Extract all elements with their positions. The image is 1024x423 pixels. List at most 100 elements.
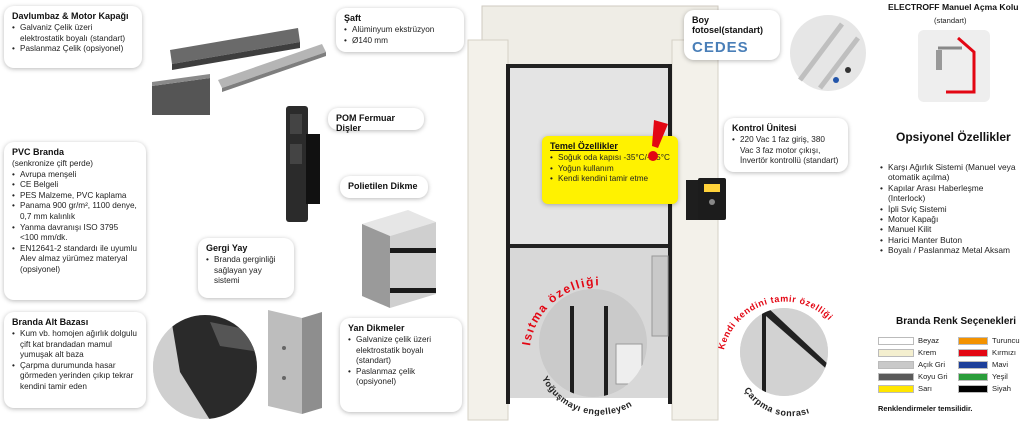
- photocell-image: [790, 15, 866, 91]
- svg-text:Çarpma sonrası: Çarpma sonrası: [742, 385, 810, 418]
- color-swatch: [958, 336, 988, 345]
- opsiyonel-list: Karşı Ağırlık Sistemi (Manuel veya otoma…: [876, 158, 1022, 274]
- card-boy-title: Boy fotosel(standart): [692, 15, 764, 35]
- list-item: 220 Vac 1 faz giriş, 380 Vac 3 faz motor…: [732, 135, 840, 167]
- electroff-subtitle: (standart): [934, 16, 967, 25]
- color-swatch-row: Siyah: [958, 384, 1011, 393]
- color-swatch-row: Beyaz: [878, 336, 939, 345]
- renk-note: Renklendirmeler temsilidir.: [878, 404, 973, 413]
- heating-detail-image: [539, 289, 647, 397]
- card-gergi-title: Gergi Yay: [206, 243, 248, 253]
- card-boy-fotosel: Boy fotosel(standart) CEDES: [684, 10, 780, 60]
- card-saft: Şaft Alüminyum ekstrüzyon Ø140 mm: [336, 8, 464, 52]
- list-item: Kendi kendini tamir etme: [550, 174, 670, 185]
- self-repair-detail-image: [740, 308, 828, 396]
- list-item: Ø140 mm: [344, 36, 456, 47]
- color-swatch: [958, 348, 988, 357]
- curved-text-kendi: Kendi kendini tamir özelliği: [716, 294, 834, 351]
- card-pvc-subtitle: (senkronize çift perde): [12, 159, 93, 168]
- color-label: Beyaz: [918, 336, 940, 345]
- control-unit-image: [698, 178, 726, 220]
- color-swatch-row: Turuncu: [958, 336, 1020, 345]
- color-swatch: [878, 384, 914, 393]
- card-pvc-branda: PVC Branda (senkronize çift perde) Avrup…: [4, 142, 146, 300]
- curved-text-yogusma: Yoğuşmayı engelleyen: [540, 374, 633, 416]
- card-alt-baza: Branda Alt Bazası Kum vb. homojen ağırlı…: [4, 312, 146, 408]
- list-item: Manuel Kilit: [880, 224, 1018, 235]
- list-item: Kapılar Arası Haberleşme (Interlock): [880, 183, 1018, 204]
- color-swatch: [958, 360, 988, 369]
- hood-cover-image: [152, 28, 300, 115]
- list-item: Kum vb. homojen ağırlık dolgulu çift kat…: [12, 329, 138, 361]
- list-item: Branda gerginliği sağlayan yay sistemi: [206, 255, 286, 287]
- list-item: İpli Sviç Sistemi: [880, 204, 1018, 215]
- list-item: Alüminyum ekstrüzyon: [344, 25, 456, 36]
- svg-text:Kendi kendini tamir özelliği: Kendi kendini tamir özelliği: [716, 294, 835, 351]
- color-swatch-row: Koyu Gri: [878, 372, 948, 381]
- color-label: Açık Gri: [918, 360, 946, 369]
- list-item: PES Malzeme, PVC kaplama: [12, 191, 138, 202]
- color-label: Krem: [918, 348, 937, 357]
- card-yan-dikmeler: Yan Dikmeler Galvanize çelik üzeri elekt…: [340, 318, 462, 412]
- manual-crank-image: [918, 30, 990, 102]
- curved-text-isitma: Isıtma özelliği: [519, 274, 599, 346]
- list-item: CE Belgeli: [12, 180, 138, 191]
- card-temel-ozellikler: Temel Özellikler Soğuk oda kapısı -35°C/…: [542, 136, 678, 204]
- card-yan-dikme-title: Yan Dikmeler: [348, 323, 405, 333]
- card-davlumbaz: Davlumbaz & Motor Kapağı Galvaniz Çelik …: [4, 6, 142, 68]
- color-swatch-row: Yeşil: [958, 372, 1008, 381]
- color-swatch-row: Kırmızı: [958, 348, 1016, 357]
- side-post-image: [268, 310, 322, 414]
- card-pvc-title: PVC Branda: [12, 147, 65, 157]
- card-alt-baza-title: Branda Alt Bazası: [12, 317, 89, 327]
- color-label: Siyah: [992, 384, 1011, 393]
- curved-text-repair: Kendi kendini tamir özelliği Çarpma sonr…: [716, 294, 835, 419]
- card-kontrol-unitesi: Kontrol Ünitesi 220 Vac 1 faz giriş, 380…: [724, 118, 848, 172]
- bottom-base-image: [153, 315, 257, 419]
- color-label: Sarı: [918, 384, 932, 393]
- list-item: Paslanmaz Çelik (opsiyonel): [12, 44, 134, 55]
- card-davlumbaz-title: Davlumbaz & Motor Kapağı: [12, 11, 129, 21]
- color-label: Mavi: [992, 360, 1009, 369]
- card-pom-title: POM Fermuar Dişler: [336, 113, 396, 133]
- card-saft-title: Şaft: [344, 13, 362, 23]
- card-temel-title: Temel Özellikler: [550, 141, 618, 151]
- color-swatch: [958, 384, 988, 393]
- opsiyonel-title: Opsiyonel Özellikler: [896, 130, 1011, 144]
- color-label: Turuncu: [992, 336, 1020, 345]
- polyethylene-post-image: [362, 210, 436, 308]
- color-swatch: [878, 336, 914, 345]
- list-item: Yoğun kullanım: [550, 164, 670, 175]
- shaft-image: [218, 44, 326, 92]
- renk-title: Branda Renk Seçenekleri: [896, 316, 1017, 327]
- color-swatch: [878, 348, 914, 357]
- pom-zipper-image: [286, 106, 320, 222]
- list-item: Galvaniz Çelik üzeri elektrostatik boyal…: [12, 23, 134, 44]
- color-swatch: [878, 360, 914, 369]
- curved-text-carpma: Çarpma sonrası: [742, 385, 810, 418]
- card-gergi-yay: Gergi Yay Branda gerginliği sağlayan yay…: [198, 238, 294, 298]
- list-item: Panama 900 gr/m², 1100 denye, 0,7 mm kal…: [12, 201, 138, 222]
- list-item: Çarpma durumunda hasar görmeden yerinden…: [12, 361, 138, 393]
- color-label: Koyu Gri: [918, 372, 948, 381]
- svg-text:Isıtma özelliği: Isıtma özelliği: [519, 274, 600, 346]
- list-item: Soğuk oda kapısı -35°C/+35°C: [550, 153, 670, 164]
- list-item: Karşı Ağırlık Sistemi (Manuel veya otoma…: [880, 162, 1018, 183]
- color-label: Yeşil: [992, 372, 1008, 381]
- svg-text:Yoğuşmayı engelleyen: Yoğuşmayı engelleyen: [540, 374, 633, 416]
- list-item: EN12641-2 standardı ile uyumlu Alev alma…: [12, 244, 138, 276]
- color-swatch-row: Mavi: [958, 360, 1008, 369]
- list-item: Boyalı / Paslanmaz Metal Aksam: [880, 245, 1018, 256]
- list-item: Yanma davranışı ISO 3795 <100 mm/dk.: [12, 223, 138, 244]
- card-polietilen-title: Polietilen Dikme: [348, 181, 418, 191]
- list-item: Paslanmaz çelik (opsiyonel): [348, 367, 454, 388]
- electroff-title: ELECTROFF Manuel Açma Kolu: [888, 2, 1019, 12]
- color-swatch: [878, 372, 914, 381]
- color-swatch-row: Sarı: [878, 384, 932, 393]
- curved-text-heating: Isıtma özelliği Yoğuşmayı engelleyen: [519, 274, 633, 416]
- list-item: Motor Kapağı: [880, 214, 1018, 225]
- list-item: Harici Manter Buton: [880, 235, 1018, 246]
- color-swatch-row: Krem: [878, 348, 936, 357]
- warning-exclamation-icon: [648, 120, 668, 161]
- color-swatch: [958, 372, 988, 381]
